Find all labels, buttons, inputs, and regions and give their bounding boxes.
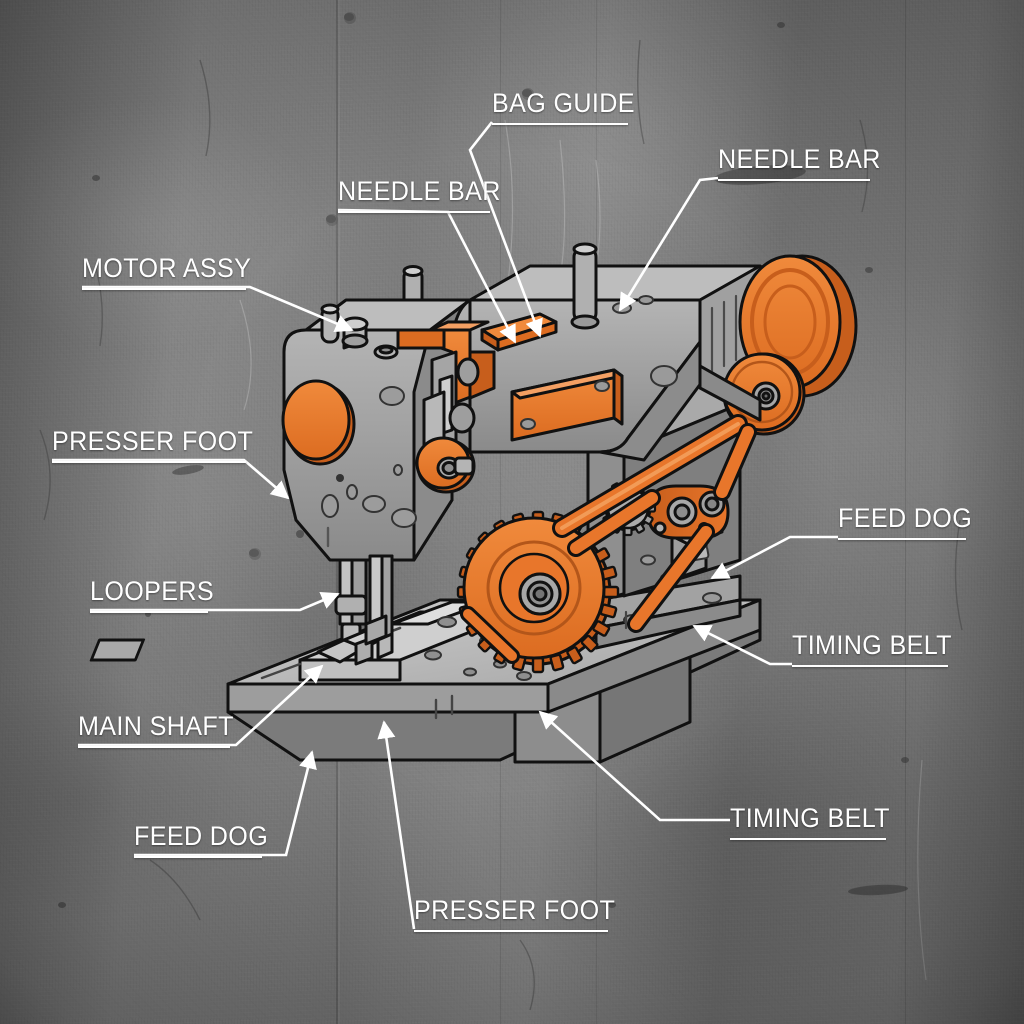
label-main-shaft-underline — [78, 745, 230, 749]
label-timing-belt-right-text: TIMING BELT — [792, 630, 952, 660]
label-needle-bar-left: NEEDLE BAR — [338, 176, 513, 214]
label-needle-bar-right-underline — [718, 178, 870, 182]
label-loopers-text: LOOPERS — [90, 576, 215, 606]
label-loopers: LOOPERS — [90, 576, 223, 614]
label-needle-bar-left-underline — [338, 210, 490, 214]
label-bag-guide-text: BAG GUIDE — [492, 88, 635, 118]
label-needle-bar-left-text: NEEDLE BAR — [338, 176, 501, 206]
label-timing-belt-right: TIMING BELT — [792, 630, 964, 668]
label-feed-dog-bottom: FEED DOG — [134, 821, 278, 859]
label-feed-dog-right: FEED DOG — [838, 503, 982, 541]
label-needle-bar-right-text: NEEDLE BAR — [718, 144, 881, 174]
label-presser-foot-bottom-underline — [414, 929, 608, 933]
label-presser-foot-bottom: PRESSER FOOT — [414, 895, 630, 933]
label-motor-assy: MOTOR ASSY — [82, 253, 264, 291]
label-motor-assy-underline — [82, 287, 246, 291]
label-loopers-underline — [90, 610, 208, 614]
label-presser-foot-left-underline — [52, 460, 246, 464]
label-presser-foot-left-text: PRESSER FOOT — [52, 426, 254, 456]
label-feed-dog-right-underline — [838, 537, 966, 541]
label-feed-dog-right-text: FEED DOG — [838, 503, 973, 533]
label-timing-belt-bottom-text: TIMING BELT — [730, 803, 890, 833]
label-timing-belt-bottom-underline — [730, 837, 886, 841]
label-timing-belt-right-underline — [792, 664, 948, 668]
label-bag-guide: BAG GUIDE — [492, 88, 646, 126]
label-feed-dog-bottom-text: FEED DOG — [134, 821, 269, 851]
label-feed-dog-bottom-underline — [134, 855, 262, 859]
label-motor-assy-text: MOTOR ASSY — [82, 253, 252, 283]
label-needle-bar-right: NEEDLE BAR — [718, 144, 893, 182]
label-main-shaft: MAIN SHAFT — [78, 711, 246, 749]
label-bag-guide-underline — [492, 122, 628, 126]
label-presser-foot-left: PRESSER FOOT — [52, 426, 268, 464]
label-timing-belt-bottom: TIMING BELT — [730, 803, 902, 841]
label-presser-foot-bottom-text: PRESSER FOOT — [414, 895, 616, 925]
label-main-shaft-text: MAIN SHAFT — [78, 711, 234, 741]
